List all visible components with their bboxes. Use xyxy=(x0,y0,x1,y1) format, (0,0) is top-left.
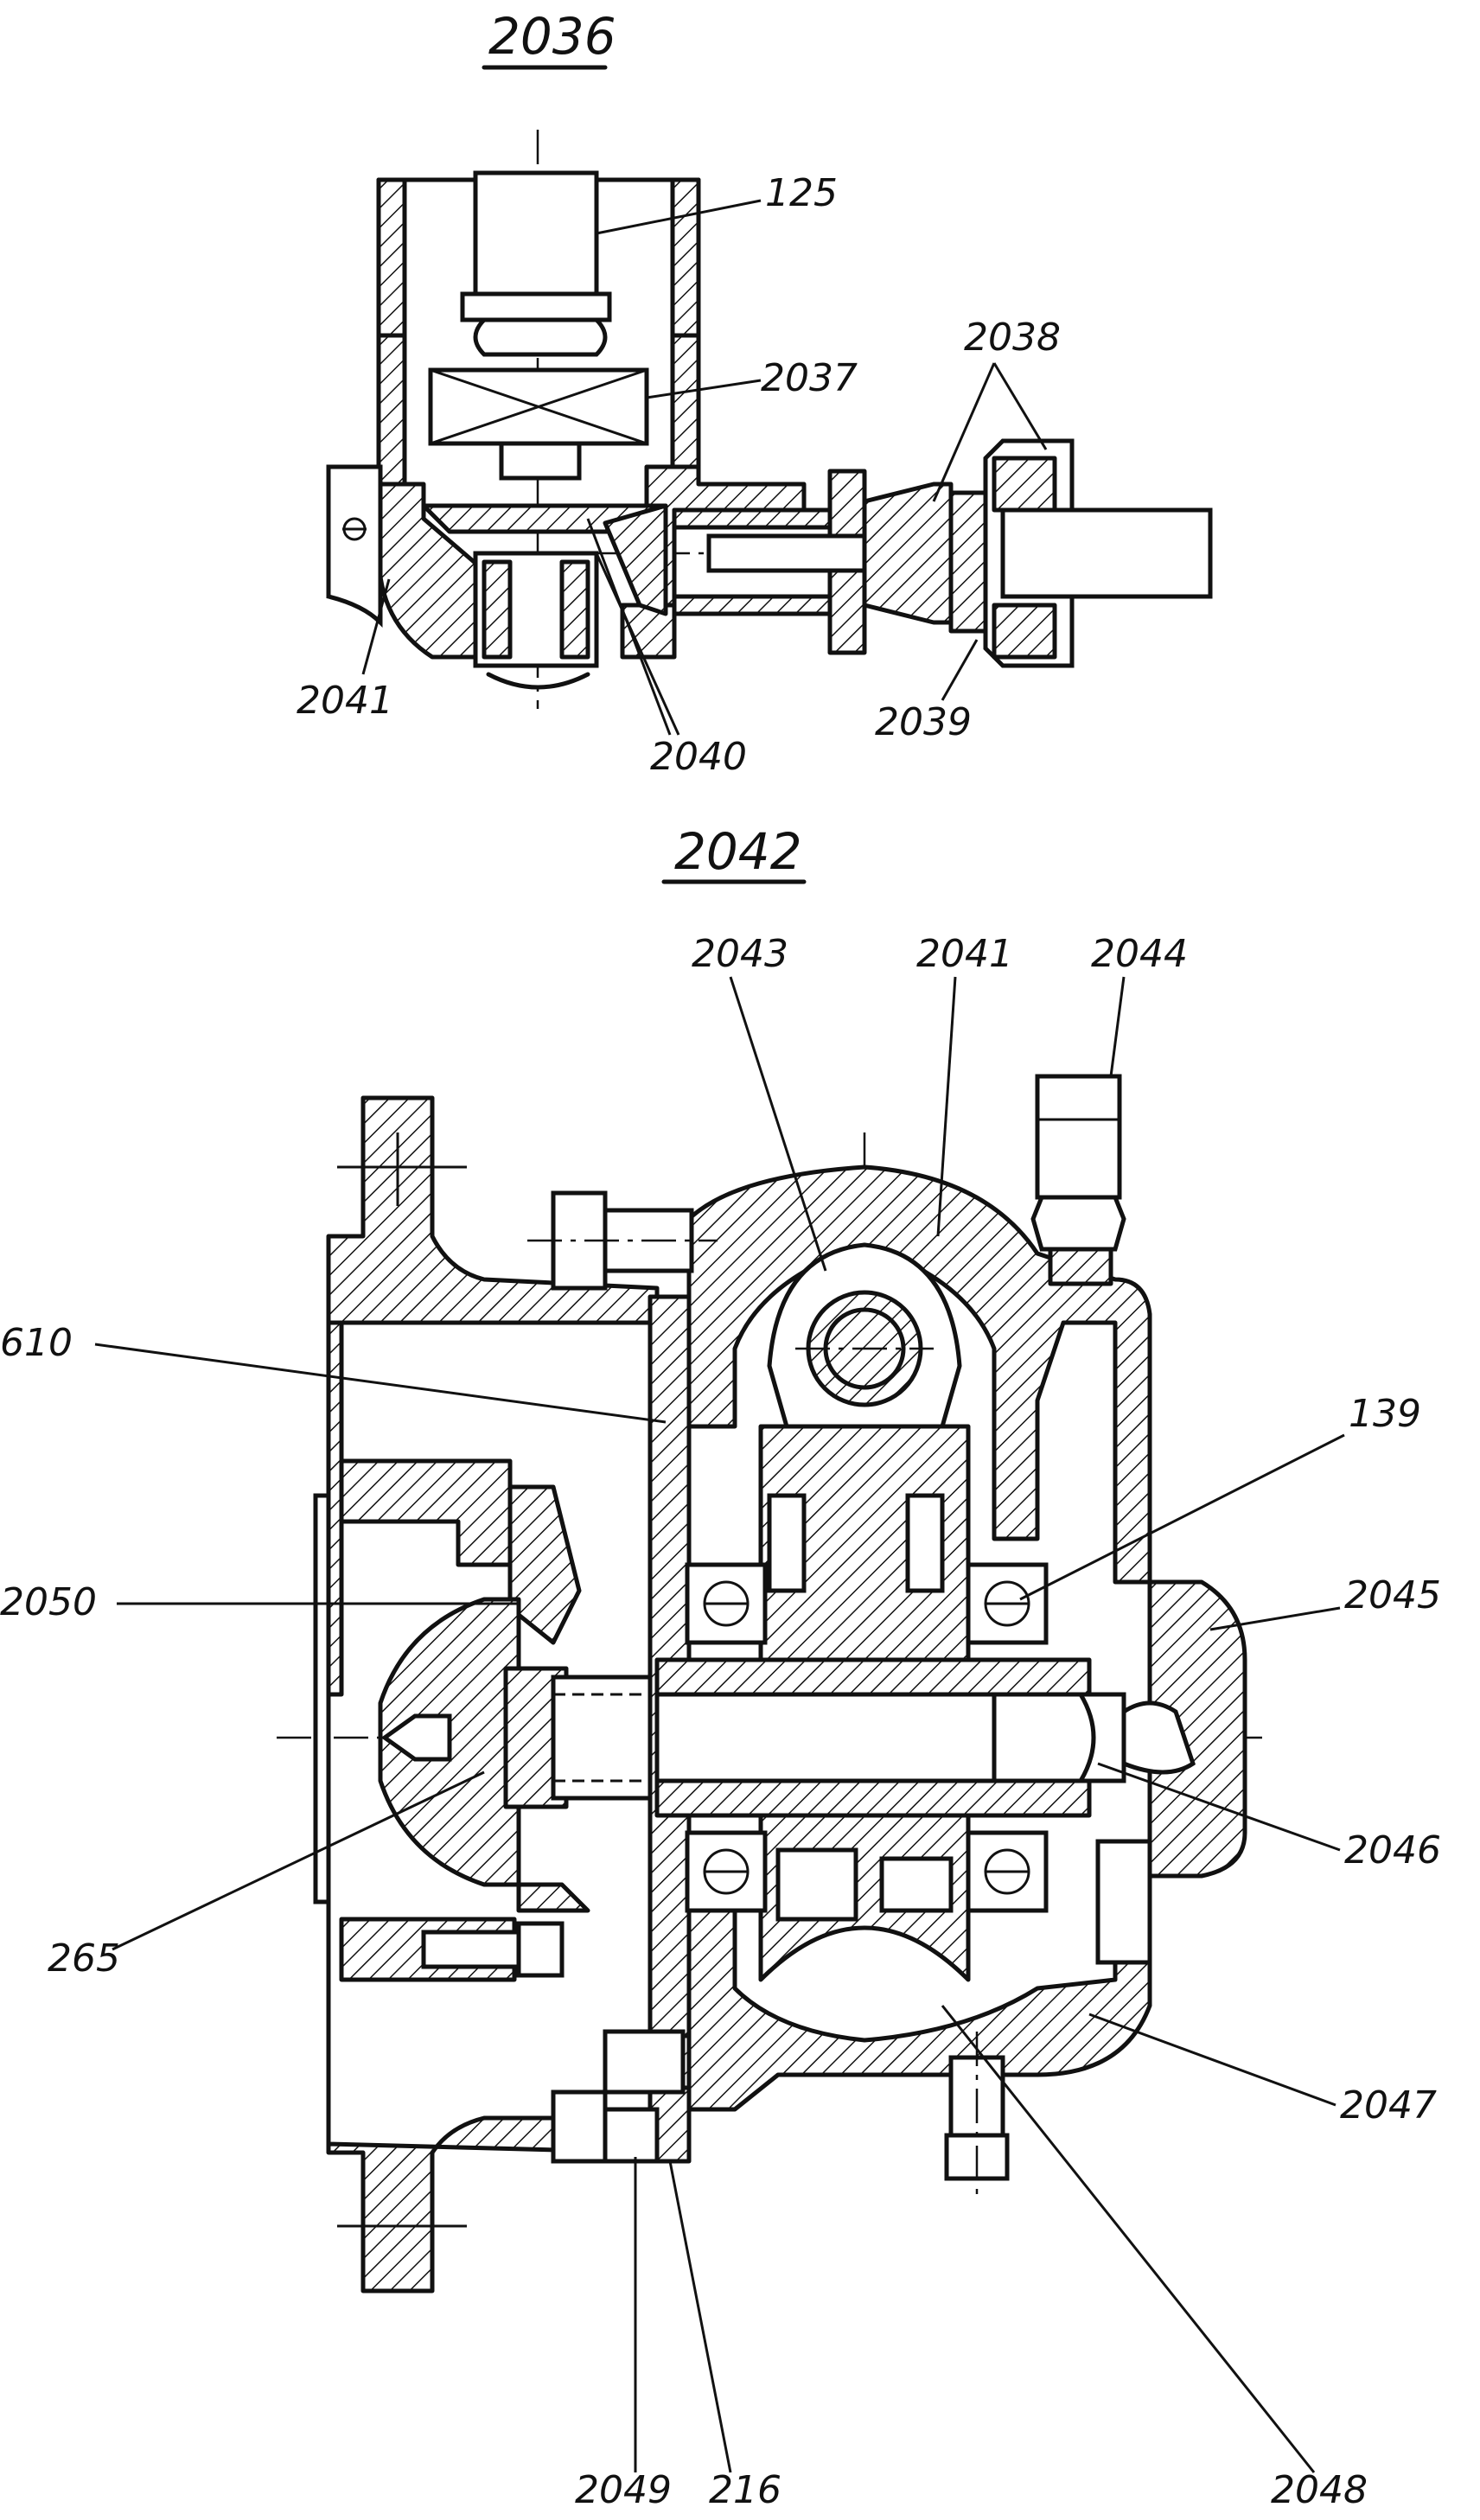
top-bolt xyxy=(527,1190,718,1291)
label-2039: 2039 xyxy=(875,700,972,744)
label-2046: 2046 xyxy=(1344,1828,1441,1872)
coupling-2038 xyxy=(948,438,1213,668)
hub-assembly xyxy=(339,1458,668,1982)
label-139: 139 xyxy=(1349,1392,1421,1436)
label-610: 610 xyxy=(0,1321,73,1365)
bolt-2044 xyxy=(1030,1074,1126,1286)
figure-2036: 2036 xyxy=(297,7,1213,779)
worm-wheel-2043 xyxy=(758,1242,971,1662)
shaft-125 xyxy=(460,170,612,357)
worm-gear-2048 xyxy=(758,1813,971,1982)
label-2045: 2045 xyxy=(1344,1573,1441,1617)
label-2043: 2043 xyxy=(692,932,788,976)
figure-title-2036: 2036 xyxy=(488,7,616,66)
label-2047: 2047 xyxy=(1340,2083,1437,2128)
figure-title-2042: 2042 xyxy=(674,822,802,881)
label-216: 216 xyxy=(709,2468,781,2512)
end-cap-2045 xyxy=(1121,1579,1247,1879)
bottom-bolts xyxy=(551,2032,1010,2196)
bevel-gears-2040 xyxy=(421,503,668,690)
label-2037: 2037 xyxy=(761,356,858,400)
label-2041b: 2041 xyxy=(916,932,1013,976)
bearing-2037 xyxy=(428,367,649,481)
labels-2036: 125 2037 2038 2039 2040 2041 xyxy=(297,171,1061,779)
bearings-139 xyxy=(685,1562,1049,1913)
label-2041: 2041 xyxy=(297,679,393,723)
label-2049: 2049 xyxy=(575,2468,672,2512)
label-125: 125 xyxy=(765,171,838,215)
label-2040: 2040 xyxy=(650,735,747,779)
labels-2042: 2043 2041 2044 610 139 2050 2045 2046 26… xyxy=(0,932,1441,2512)
label-2048: 2048 xyxy=(1271,2468,1368,2512)
output-shaft xyxy=(672,469,1075,655)
main-shaft-2046 xyxy=(654,1657,1126,1818)
label-2050: 2050 xyxy=(0,1580,97,1624)
label-2038: 2038 xyxy=(964,316,1061,360)
label-265: 265 xyxy=(48,1936,120,1981)
label-2044: 2044 xyxy=(1091,932,1188,976)
left-flange-housing xyxy=(313,1095,660,2294)
figure-2042: 2042 xyxy=(0,822,1441,2512)
upper-housing xyxy=(376,177,701,487)
